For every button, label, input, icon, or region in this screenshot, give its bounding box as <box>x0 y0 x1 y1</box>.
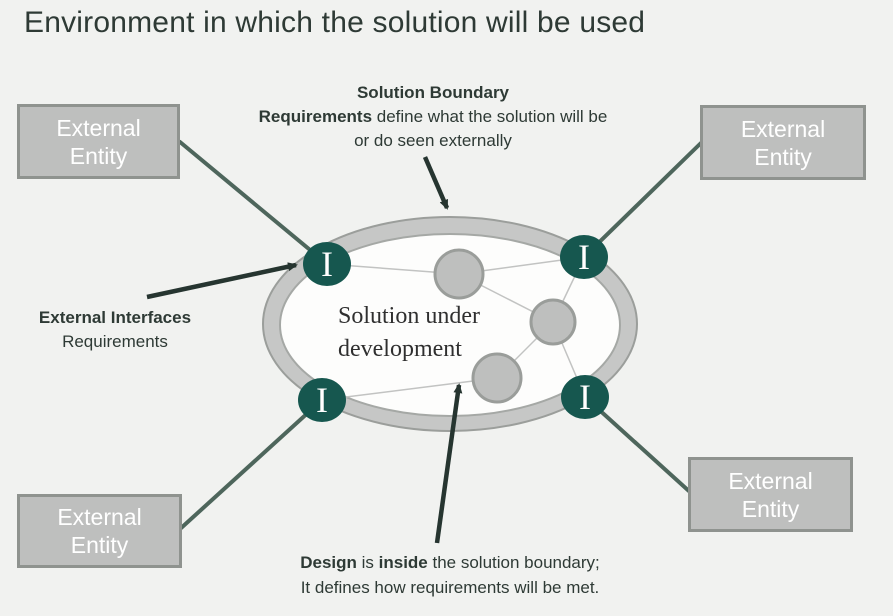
interface-label: I <box>316 380 328 420</box>
interface-node-top-right: I <box>560 235 608 279</box>
solution-under-development-label: Solution under development <box>338 300 528 366</box>
note-bold-text: Design <box>300 553 357 572</box>
design-note: Design is inside the solution boundary; … <box>225 550 675 600</box>
arrow-solution-boundary <box>422 156 450 210</box>
page-title: Environment in which the solution will b… <box>24 6 646 39</box>
external-entity-top-left: External Entity <box>17 104 180 179</box>
solution-boundary-note: Solution Boundary Requirements define wh… <box>213 81 653 153</box>
entity-label: Entity <box>741 495 800 522</box>
component-node-bottom <box>471 352 523 404</box>
arrow-design <box>434 383 463 544</box>
component-node-right <box>529 298 577 346</box>
note-text: the solution boundary; <box>427 553 600 572</box>
solution-boundary-inner <box>279 233 621 417</box>
note-text: define what the solution will be <box>372 107 608 126</box>
external-entity-bottom-right: External Entity <box>688 457 853 532</box>
connector-top-right-entity <box>582 140 704 259</box>
note-text: or do seen externally <box>354 131 512 150</box>
entity-label: External <box>728 467 813 494</box>
connector-bottom-left-entity <box>178 398 324 531</box>
note-text: Requirements <box>62 332 168 351</box>
note-text: It defines how requirements will be met. <box>300 578 600 597</box>
interface-label: I <box>579 377 591 417</box>
solution-label-line: Solution under <box>338 303 480 329</box>
solution-label-line: development <box>338 336 462 362</box>
connector-top-left-entity <box>178 140 329 266</box>
entity-label: Entity <box>69 142 128 169</box>
note-bold-text: External Interfaces <box>38 308 192 327</box>
interface-label: I <box>578 237 590 277</box>
interface-circle <box>303 242 351 286</box>
interface-node-top-left: I <box>303 242 351 286</box>
component-node-top <box>433 248 485 300</box>
entity-label: External <box>57 504 142 530</box>
note-heading: Solution Boundary <box>356 83 510 102</box>
interface-circle <box>298 378 346 422</box>
arrow-external-interfaces <box>146 262 298 300</box>
interface-node-bottom-left: I <box>298 378 346 422</box>
note-bold-text: inside <box>378 553 428 572</box>
entity-label: External <box>740 115 826 142</box>
entity-label: Entity <box>70 532 129 558</box>
interface-circle <box>561 375 609 419</box>
connector-bottom-right-entity <box>583 395 692 494</box>
external-entity-bottom-left: External Entity <box>17 494 182 568</box>
external-interfaces-note: External Interfaces Requirements <box>15 306 215 354</box>
internal-link <box>321 377 498 401</box>
note-bold-text: Requirements <box>258 107 373 126</box>
entity-label: External <box>56 114 141 141</box>
interface-node-bottom-right: I <box>561 375 609 419</box>
note-text: is <box>356 553 379 572</box>
entity-label: Entity <box>754 143 812 170</box>
interface-label: I <box>321 244 333 284</box>
external-entity-top-right: External Entity <box>700 105 866 180</box>
interface-circle <box>560 235 608 279</box>
